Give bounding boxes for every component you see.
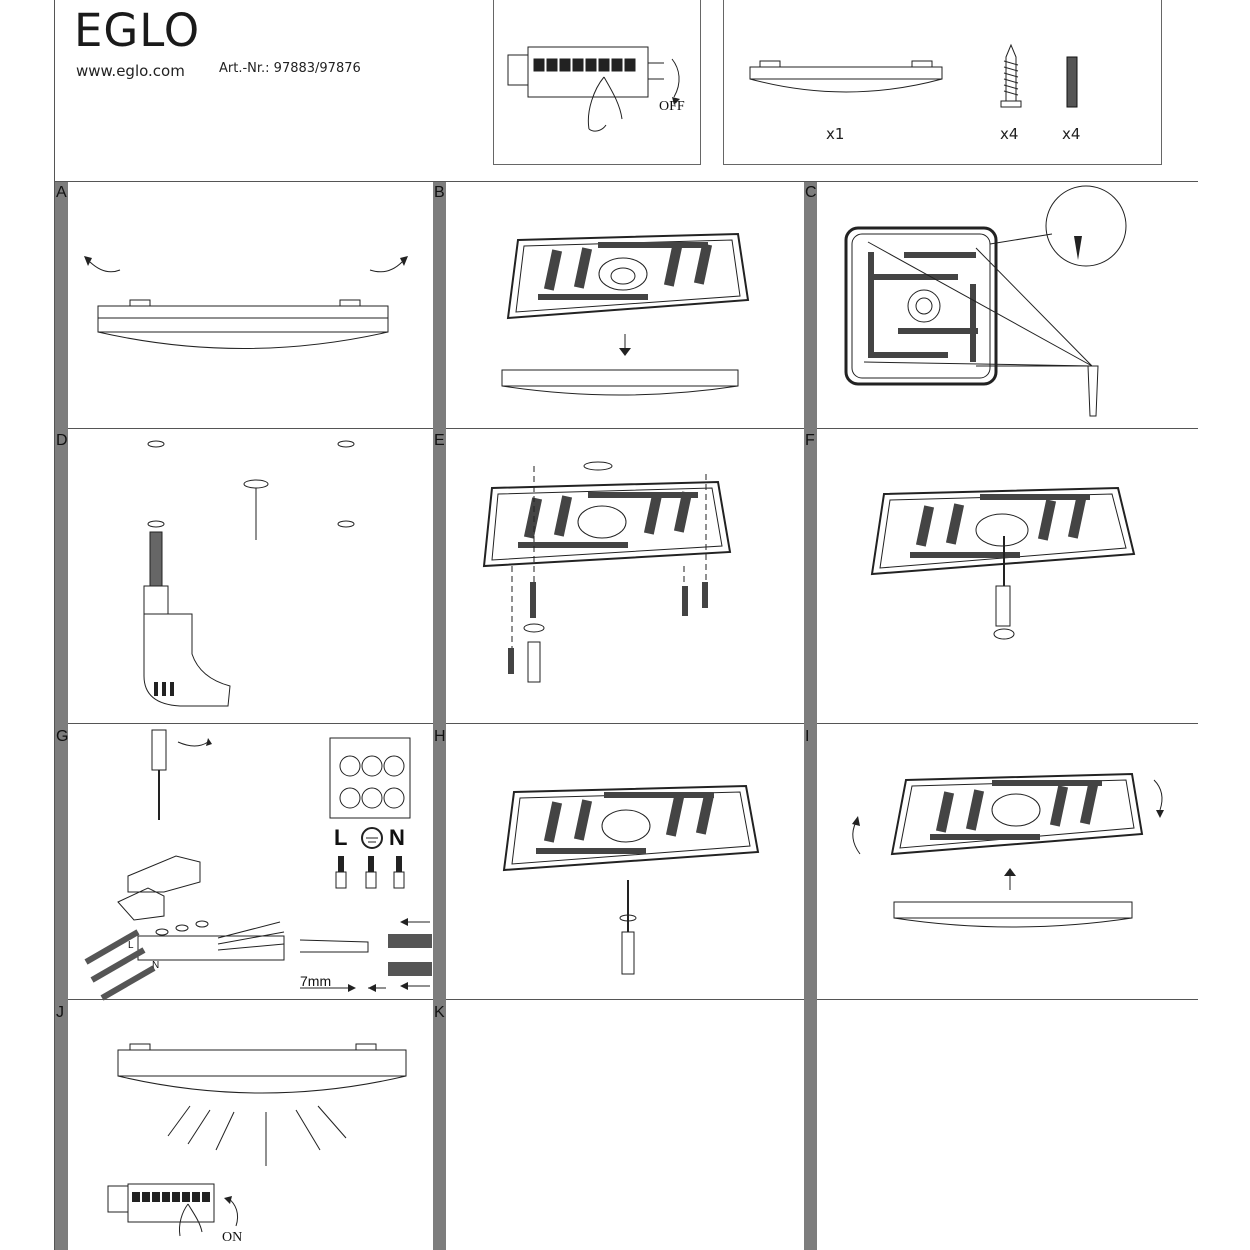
grid-line-row2	[54, 428, 1198, 429]
step-letter-a: A	[56, 184, 67, 201]
step-letter-b: B	[434, 184, 445, 201]
lamp-count: x1	[826, 125, 845, 143]
small-label-l: L	[128, 940, 134, 951]
step-j-illustration	[70, 1006, 430, 1246]
step-f-illustration	[820, 436, 1190, 716]
grid-line-top	[54, 181, 1198, 182]
screw-count: x4	[1000, 125, 1019, 143]
step-letter-f: F	[805, 432, 815, 449]
step-letter-j: J	[56, 1004, 64, 1021]
step-letter-g: G	[56, 728, 69, 745]
parts-frame: x1 x4 x4	[723, 0, 1162, 165]
screw-part-icon	[996, 43, 1026, 113]
column-strip-2	[433, 182, 446, 1250]
terminal-label-l: L	[334, 825, 348, 850]
step-i-illustration	[852, 730, 1164, 1000]
step-letter-i: I	[805, 728, 810, 745]
lamp-part-icon	[746, 57, 946, 117]
article-number: Art.-Nr.: 97883/97876	[219, 61, 361, 76]
step-letter-e: E	[434, 432, 445, 449]
step-d-illustration	[70, 436, 430, 716]
power-off-frame: OFF	[493, 0, 701, 165]
breaker-switch-icon	[494, 0, 680, 164]
brand-logo: EGLO	[74, 4, 201, 57]
step-e-illustration	[448, 436, 808, 716]
power-on-label: ON	[222, 1230, 243, 1245]
step-letter-c: C	[805, 184, 817, 201]
small-label-n: N	[152, 960, 160, 971]
terminal-label-n: N	[389, 825, 405, 850]
step-g-illustration	[84, 726, 432, 1001]
column-strip-1	[55, 182, 68, 1250]
column-strip-3	[804, 182, 817, 1250]
strip-length-label: 7mm	[300, 973, 332, 989]
step-letter-k: K	[434, 1004, 445, 1021]
grid-line-row4	[54, 999, 1198, 1000]
step-b-illustration	[448, 190, 808, 420]
step-h-illustration	[448, 730, 808, 1000]
wall-plug-part-icon	[1062, 53, 1082, 113]
step-letter-h: H	[434, 728, 446, 745]
website-link[interactable]: www.eglo.com	[76, 62, 185, 80]
step-c-illustration	[820, 186, 1190, 426]
power-off-label: OFF	[659, 99, 685, 114]
wall-plug-count: x4	[1062, 125, 1081, 143]
step-letter-d: D	[56, 432, 68, 449]
page-left-border	[54, 0, 55, 1250]
grid-line-row3	[54, 723, 1198, 724]
step-a-illustration	[84, 256, 408, 420]
